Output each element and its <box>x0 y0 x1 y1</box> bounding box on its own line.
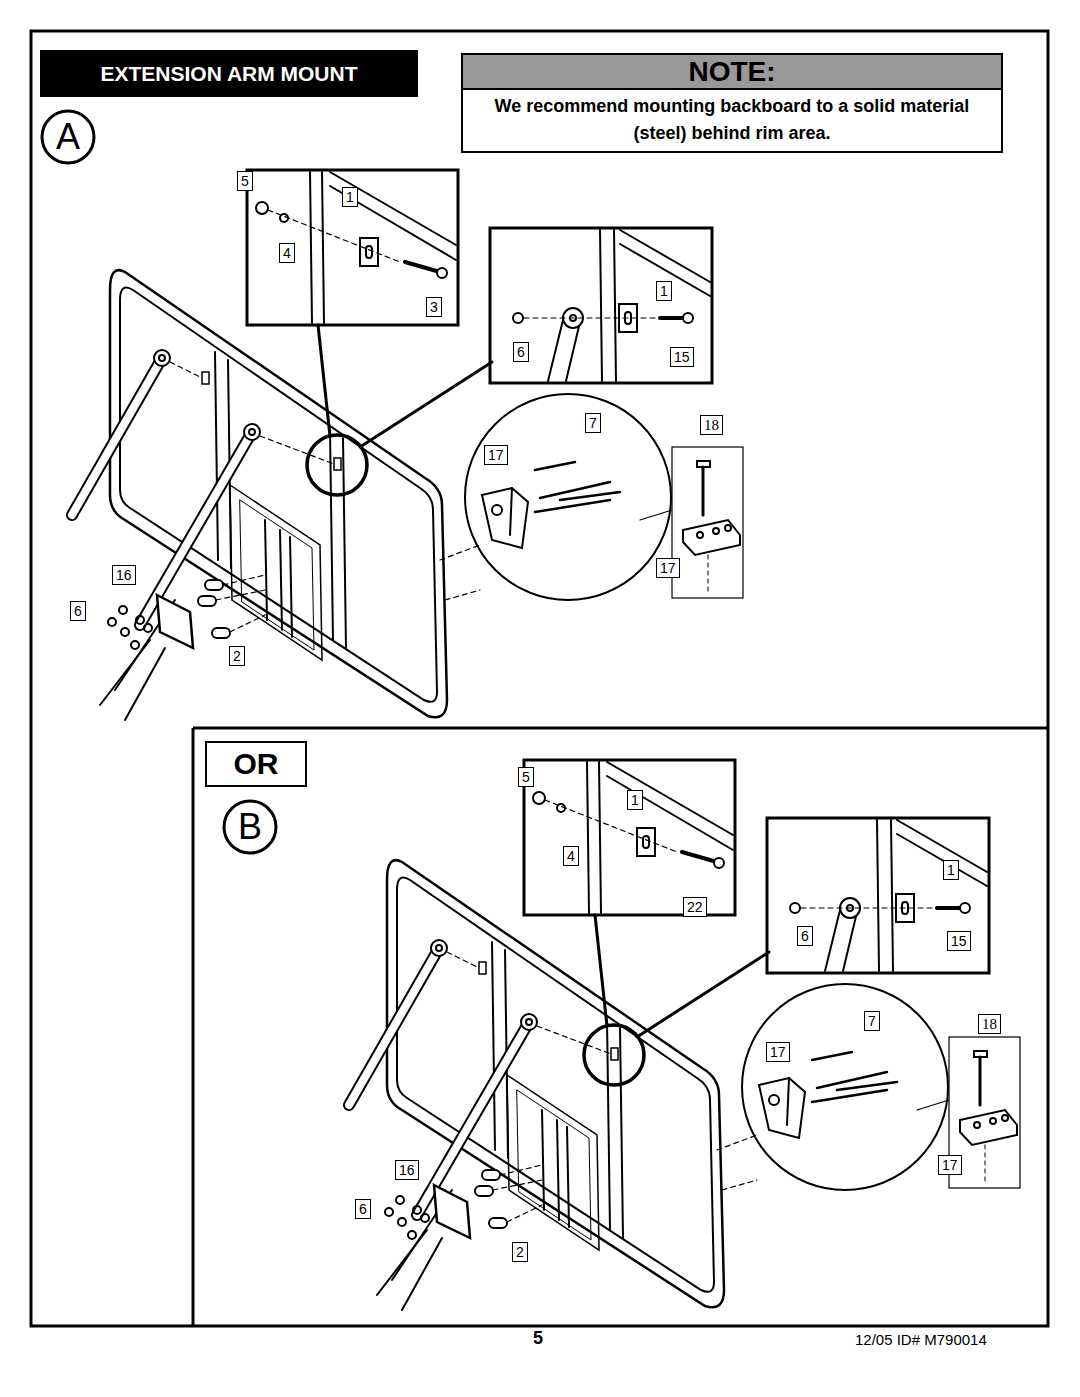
callout-number: 16 <box>112 565 136 585</box>
callout-number: 16 <box>395 1160 419 1180</box>
section-letter: A <box>40 109 96 165</box>
callout-number: 18 <box>978 1014 1001 1034</box>
callout-number: 17 <box>766 1042 790 1062</box>
callout-number: 6 <box>513 342 529 362</box>
callout-number: 15 <box>947 931 971 951</box>
callout-number: 22 <box>683 897 707 917</box>
callout-number: 1 <box>943 860 959 880</box>
note-box: NOTE:We recommend mounting backboard to … <box>461 53 1003 153</box>
callout-number: 6 <box>70 601 86 621</box>
callout-number: 4 <box>279 243 295 263</box>
callout-number: 17 <box>938 1155 962 1175</box>
callout-number: 17 <box>484 445 508 465</box>
callout-number: 2 <box>512 1242 528 1262</box>
callout-number: 17 <box>656 558 680 578</box>
callout-number: 1 <box>342 187 358 207</box>
or-text: OR <box>234 747 279 781</box>
callout-number: 18 <box>700 415 723 435</box>
or-box: OR <box>205 741 307 787</box>
callout-number: 1 <box>656 281 672 301</box>
callout-number: 4 <box>563 846 579 866</box>
footer-text: 5 <box>530 1329 546 1347</box>
title-text: EXTENSION ARM MOUNT <box>100 62 357 86</box>
callout-number: 2 <box>229 646 245 666</box>
note-heading: NOTE: <box>463 55 1001 90</box>
callout-number: 15 <box>670 347 694 367</box>
callout-number: 7 <box>585 413 601 433</box>
callout-number: 7 <box>864 1011 880 1031</box>
section-circle: B <box>222 799 278 855</box>
note-body: We recommend mounting backboard to a sol… <box>463 90 1001 151</box>
title-band: EXTENSION ARM MOUNT <box>40 50 418 97</box>
section-letter: B <box>222 799 278 855</box>
callout-number: 1 <box>627 790 643 810</box>
callout-number: 6 <box>797 926 813 946</box>
callout-number: 5 <box>518 767 534 787</box>
section-circle: A <box>40 109 96 165</box>
callout-number: 3 <box>426 297 442 317</box>
footer-text: 12/05 ID# M790014 <box>852 1331 990 1349</box>
callout-number: 6 <box>355 1199 371 1219</box>
callout-number: 5 <box>237 171 253 191</box>
